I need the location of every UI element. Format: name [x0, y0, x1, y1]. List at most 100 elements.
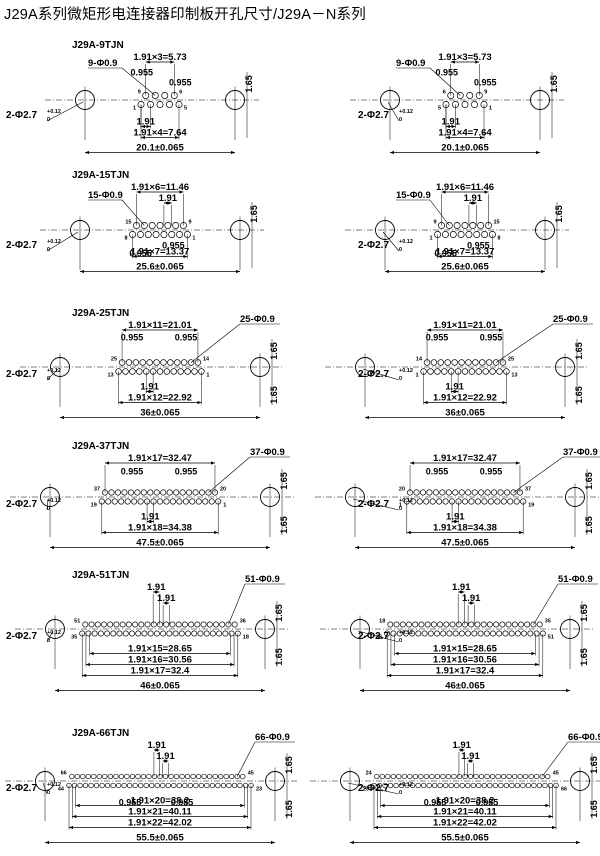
pin-hole-bottom [144, 231, 152, 238]
pin-hole-bottom [476, 782, 482, 789]
pin-hole-bottom [204, 782, 210, 789]
pin-hole-bottom [152, 231, 160, 238]
tolerance-minus: 0 [399, 790, 402, 796]
pin-hole-top [150, 621, 157, 628]
pin-hole-bottom [136, 368, 143, 375]
arrow-head [451, 124, 456, 129]
pin-hole-bottom [191, 630, 198, 637]
pin-hole-top [156, 222, 164, 229]
pin-hole-label: 9-Φ0.9 [88, 58, 117, 69]
dimension-label: 1.91×4=7.64 [133, 128, 187, 139]
pin-hole-bottom [216, 630, 223, 637]
pin-hole-top [424, 621, 431, 628]
pin-number: 9 [188, 220, 191, 226]
pin-hole-top [195, 773, 202, 780]
dimension-label: 1.91×7=13.37 [436, 247, 495, 258]
pitch-label: 0.955 [121, 467, 144, 477]
tolerance-plus: +0.12 [47, 498, 61, 504]
dimension-label: 1.91×16=30.56 [433, 655, 497, 666]
pin-hole-top [172, 222, 180, 229]
pin-hole-top [534, 773, 540, 780]
dimension-label: 1.91 [141, 512, 160, 523]
dimension-label: 1.91×11=21.01 [433, 320, 497, 331]
tolerance-plus: +0.12 [399, 630, 413, 636]
arrow-head [387, 673, 392, 678]
pitch-label: 0.955 [476, 798, 499, 808]
pin-hole-top [192, 489, 199, 496]
pin-hole-bottom [468, 368, 476, 375]
pin-hole-bottom [514, 630, 521, 637]
dimension-label: 1.91 [446, 512, 465, 523]
pin-hole-bottom [494, 498, 501, 505]
dimension-label: 1.91 [159, 193, 178, 204]
pitch-label: 0.955 [480, 467, 503, 477]
dimension-label: 1.91×21=40.11 [433, 807, 497, 818]
pitch-label: 0.955 [474, 78, 497, 88]
pin-hole-bottom [390, 630, 397, 637]
arrow-head [437, 254, 442, 259]
arrow-head [85, 150, 89, 155]
pin-hole-bottom [193, 782, 199, 789]
pin-hole-bottom [131, 498, 138, 505]
pin-hole-bottom [474, 498, 481, 505]
pin-hole-bottom [135, 630, 142, 637]
pin-hole-top [223, 773, 229, 780]
pin-number: 9 [484, 90, 487, 96]
pin-hole-bottom [409, 782, 416, 789]
pin-hole-top [218, 773, 224, 780]
pin-number: 8 [497, 236, 500, 242]
pin-hole-bottom [437, 782, 443, 789]
pin-hole-bottom [483, 630, 490, 637]
connector-panel-j29a-37zkn: J29A-37ZKN20371192-Φ2.7+0.12037-Φ0.91.65… [315, 447, 600, 550]
pin-hole-top [449, 621, 456, 628]
dimension-label: 1.91×22=42.02 [433, 818, 497, 829]
pin-hole-bottom [166, 101, 173, 108]
pin-hole-bottom [448, 782, 454, 789]
pin-hole-bottom [182, 498, 189, 505]
pin-hole-top [495, 773, 501, 780]
pin-hole-label: 37-Φ0.9 [563, 447, 598, 458]
pin-number: 25 [111, 357, 117, 363]
pin-number: 19 [528, 503, 534, 509]
pin-hole-bottom [470, 782, 476, 789]
pin-hole-top [139, 359, 146, 366]
pin-hole-bottom [182, 782, 188, 789]
pin-hole-bottom [415, 782, 421, 789]
height-label: 1.65 [574, 342, 584, 360]
pin-hole-top [434, 773, 441, 780]
pin-hole-bottom [481, 782, 487, 789]
pin-hole-top [134, 489, 141, 496]
pin-hole-bottom [153, 630, 160, 637]
pin-hole-bottom [203, 630, 210, 637]
pin-number: 9 [433, 220, 436, 226]
pin-hole-top [119, 621, 126, 628]
tolerance-minus: 0 [399, 247, 402, 253]
height-label: 1.65 [244, 75, 254, 93]
arrow-head [136, 190, 141, 194]
connector-panel-j29a-15tjn: J29A-15TJN159812-Φ2.7+0.12015-Φ0.91.651.… [6, 170, 264, 274]
dimension-label: 55.5±0.065 [136, 833, 184, 844]
pin-hole-top [396, 773, 402, 780]
arrow-head [538, 673, 543, 678]
arrow-head [80, 269, 84, 274]
pin-hole-top [188, 621, 195, 628]
pin-hole-bottom [122, 368, 129, 375]
arrow-head [183, 254, 188, 259]
pin-hole-bottom [533, 630, 540, 637]
pin-hole-top [524, 621, 531, 628]
dimension-label: 1.91×20=38.2 [436, 796, 495, 807]
pin-hole-top [506, 773, 512, 780]
arrow-head [155, 748, 160, 752]
arrow-head [122, 328, 127, 332]
arrow-head [165, 601, 170, 605]
pin-hole-bottom [165, 782, 171, 789]
pin-hole-bottom [137, 498, 144, 505]
pin-hole-bottom [71, 782, 78, 789]
pin-number: 6 [443, 90, 446, 96]
arrow-head [145, 60, 150, 64]
dimension-label: 46±0.065 [140, 681, 180, 692]
pin-hole-bottom [104, 630, 111, 637]
pin-hole-bottom [222, 630, 229, 637]
height-label: 1.65 [584, 472, 594, 490]
